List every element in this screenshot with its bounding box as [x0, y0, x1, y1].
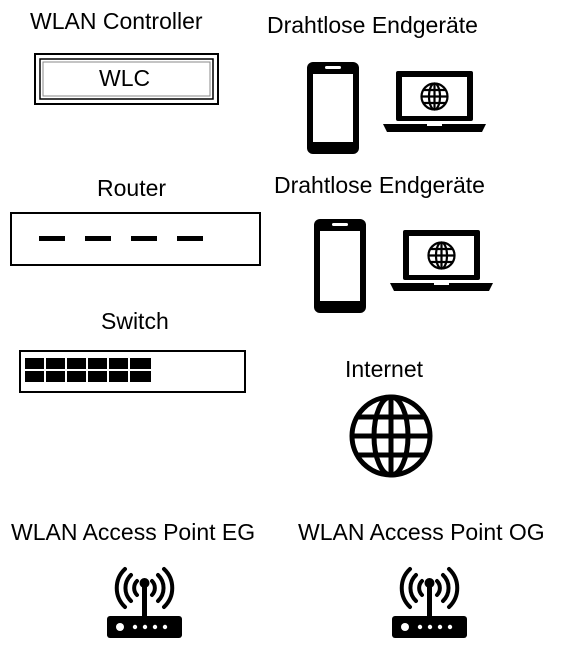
wlan-controller-label: WLAN Controller [30, 8, 203, 34]
switch-icon [19, 350, 246, 393]
wireless-devices-label-1: Drahtlose Endgeräte [267, 12, 478, 38]
wlc-box-label: WLC [99, 65, 151, 91]
wireless-devices-label-2: Drahtlose Endgeräte [274, 172, 485, 198]
router-label: Router [97, 175, 167, 201]
smartphone-icon [305, 60, 361, 156]
internet-label: Internet [345, 356, 423, 382]
access-point-eg-label: WLAN Access Point EG [11, 519, 256, 545]
wireless-access-point-icon [391, 561, 468, 639]
globe-icon [348, 393, 434, 479]
laptop-globe-icon [390, 228, 493, 292]
laptop-globe-icon [383, 69, 486, 133]
router-icon [10, 212, 261, 266]
access-point-og-label: WLAN Access Point OG [298, 519, 545, 545]
wireless-access-point-icon [106, 561, 183, 639]
smartphone-icon [312, 217, 368, 315]
switch-label: Switch [101, 308, 169, 334]
wlc-box-icon [34, 53, 219, 105]
